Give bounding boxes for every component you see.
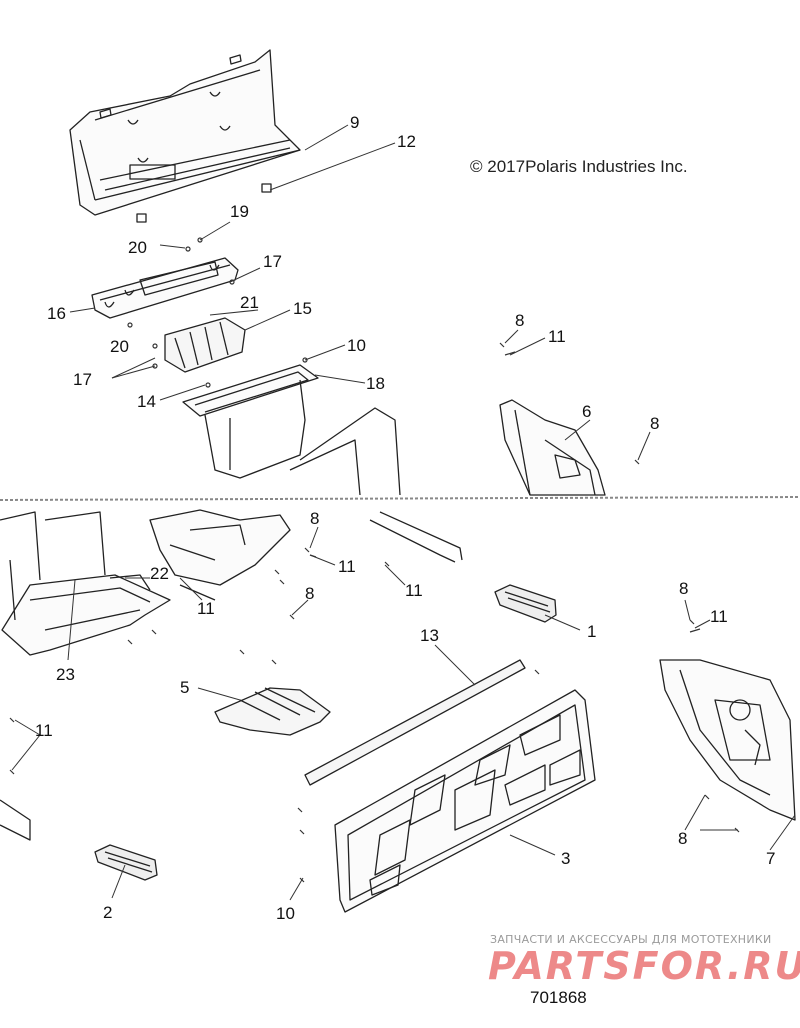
callout-6: 6 (582, 402, 592, 421)
callout-11: 11 (548, 327, 566, 346)
part-7-side-panel (659, 659, 796, 821)
callout-17b: 17 (73, 370, 92, 389)
callout-2: 2 (103, 903, 113, 922)
callout-19: 19 (230, 202, 249, 221)
diagram-number: 701868 (530, 988, 587, 1007)
callout-11c: 11 (405, 581, 423, 600)
part-9-rear-panel (69, 49, 301, 216)
callout-8d: 8 (305, 584, 315, 603)
callout-8f: 8 (678, 829, 688, 848)
callout-8e: 8 (679, 579, 689, 598)
break-line (0, 496, 800, 501)
callout-7: 7 (766, 849, 776, 868)
part-22-bracket (109, 574, 151, 591)
callout-11d: 11 (197, 599, 215, 618)
callout-10: 10 (347, 336, 366, 355)
part-1-step-plate (494, 584, 557, 623)
part-5-cover-plate (214, 687, 331, 736)
callout-16: 16 (47, 304, 66, 323)
leader-lines (11, 124, 796, 901)
callout-11e: 11 (710, 607, 728, 626)
part-2-step-plate (94, 844, 158, 881)
part-16-bracket (91, 257, 239, 319)
callout-9: 9 (350, 113, 360, 132)
callout-8c: 8 (310, 509, 320, 528)
copyright-notice: © 2017Polaris Industries Inc. (470, 157, 688, 176)
part-15-cover (164, 317, 246, 373)
lower-frame (149, 509, 291, 601)
callout-3: 3 (561, 849, 571, 868)
callout-15: 15 (293, 299, 312, 318)
part-18-storage-bin (182, 364, 319, 479)
callout-8: 8 (515, 311, 525, 330)
frame-rails (289, 407, 463, 563)
callout-20b: 20 (110, 337, 129, 356)
callout-20: 20 (128, 238, 147, 257)
callout-10b: 10 (276, 904, 295, 923)
callout-21: 21 (240, 293, 259, 312)
callout-23: 23 (56, 665, 75, 684)
callout-17: 17 (263, 252, 282, 271)
part-3-large-panel (334, 689, 596, 913)
part-12-nut-2 (136, 213, 147, 223)
part-12-nut (261, 183, 272, 193)
callout-8b: 8 (650, 414, 660, 433)
left-lower-bracket (0, 799, 31, 841)
callout-1: 1 (587, 622, 597, 641)
callout-22: 22 (150, 564, 169, 583)
part-13-strip (304, 659, 526, 786)
part-6-side-panel (499, 399, 606, 496)
callout-11f: 11 (35, 721, 53, 740)
callout-14: 14 (137, 392, 156, 411)
fasteners (9, 237, 740, 883)
part-23-floor-tray (0, 511, 171, 656)
callout-5: 5 (180, 678, 190, 697)
callout-18: 18 (366, 374, 385, 393)
callout-11b: 11 (338, 557, 356, 576)
watermark-tagline: ЗАПЧАСТИ И АКСЕССУАРЫ ДЛЯ МОТОТЕХНИКИ (490, 933, 772, 946)
callout-13: 13 (420, 626, 439, 645)
watermark-logo: PARTSFOR.RU (488, 944, 800, 988)
callout-12: 12 (397, 132, 416, 151)
